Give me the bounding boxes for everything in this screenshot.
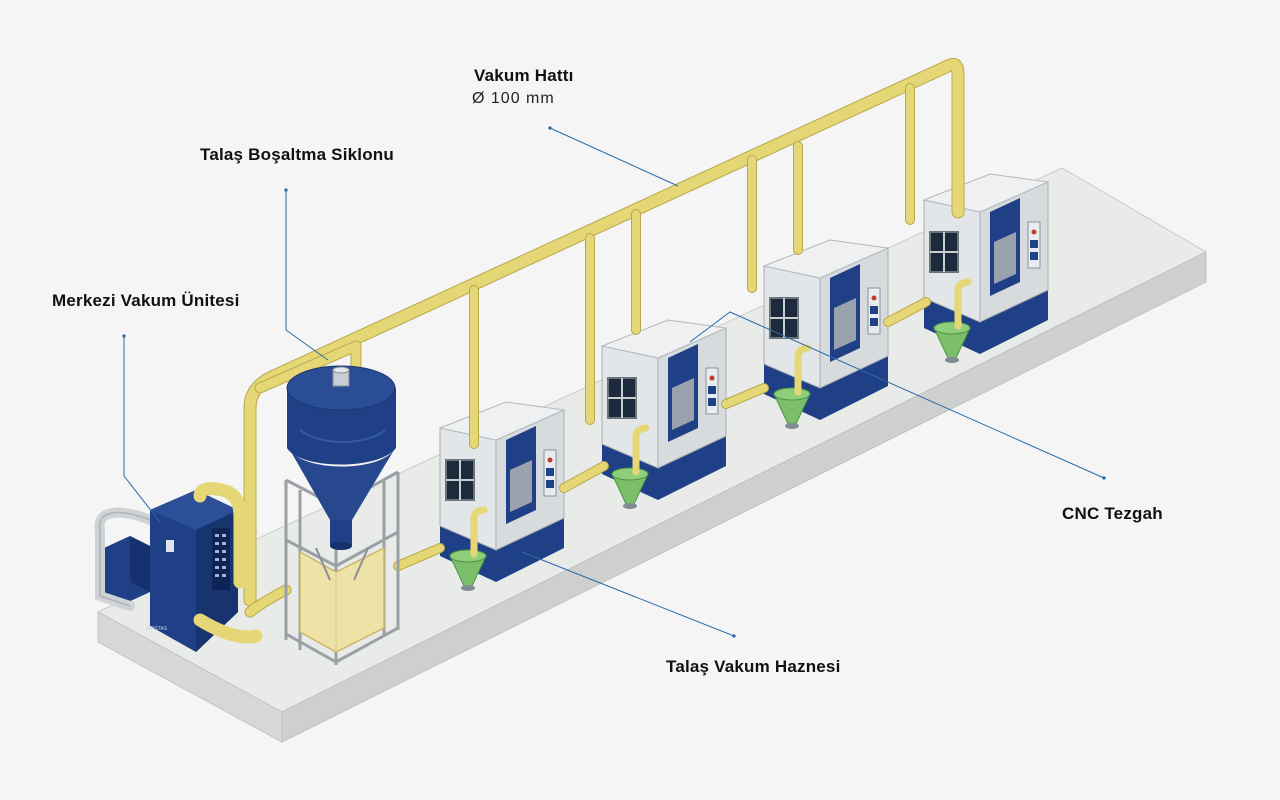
central-vacuum-unit: ARISTAS — [94, 482, 263, 652]
leader-cnc — [689, 311, 1106, 480]
brand-mark: ARISTAS — [146, 626, 168, 632]
cnc-machine — [438, 401, 566, 591]
vacuum-pipe-network — [243, 57, 965, 618]
cnc-machine — [762, 239, 890, 429]
leader-hopper — [521, 551, 736, 638]
label-vacuum-line-spec: Ø 100 mm — [472, 90, 555, 107]
label-cnc-machine: CNC Tezgah — [1062, 504, 1163, 523]
label-cyclone: Talaş Boşaltma Siklonu — [200, 145, 394, 164]
leader-cyclone — [284, 188, 329, 361]
leader-central-unit — [122, 334, 161, 523]
leader-vacuum-line — [548, 126, 679, 187]
label-central-unit: Merkezi Vakum Ünitesi — [52, 291, 240, 310]
label-chip-hopper: Talaş Vakum Haznesi — [666, 657, 841, 676]
label-vacuum-line: Vakum Hattı — [474, 66, 574, 85]
leader-lines — [122, 126, 1106, 638]
cyclone-separator — [284, 365, 400, 665]
cnc-machine — [600, 319, 728, 509]
cnc-machines — [438, 173, 1050, 591]
